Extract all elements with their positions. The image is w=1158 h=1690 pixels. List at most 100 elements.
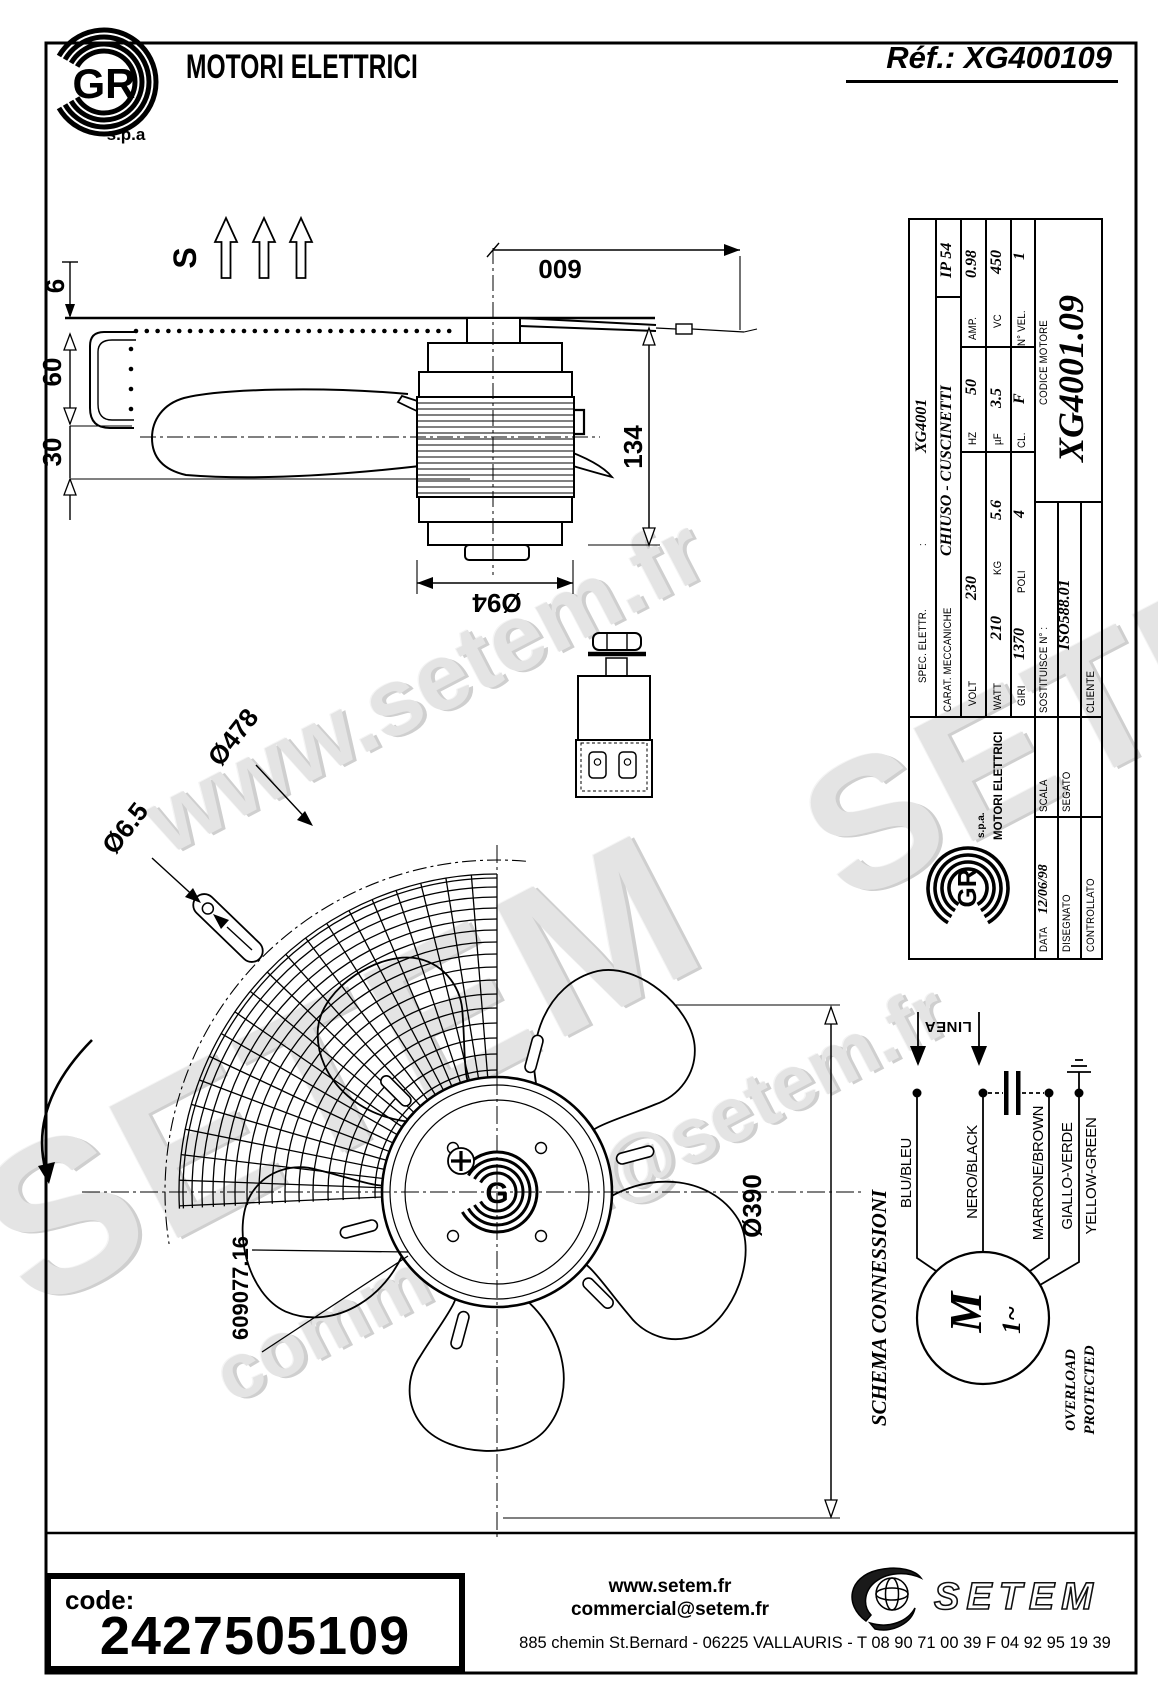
power-cable <box>519 317 758 335</box>
amp-label: AMP. <box>967 316 979 340</box>
wire-earth-label-it: GIALLO-VERDE <box>1059 1122 1076 1230</box>
disegnato-label: DISEGNATO <box>1061 894 1073 952</box>
setem-logo: SETEM <box>851 1567 1100 1631</box>
dim-60-label: 60 <box>37 358 67 387</box>
wire-blue-label: BLU/BLEU <box>898 1138 915 1208</box>
wire-earth-label-en: YELLOW-GREEN <box>1083 1118 1100 1235</box>
dim-d94-label: Ø94 <box>472 588 522 618</box>
gr-logo-letters: GR <box>73 60 136 107</box>
nvel-label: N° VEL. <box>1016 310 1028 346</box>
codice-label: CODICE MOTORE <box>1038 320 1050 405</box>
uf-label: µF <box>992 433 1004 445</box>
volt-label: VOLT <box>967 680 979 706</box>
page-header: GR s.p.a MOTORI ELETTRICI Réf.: XG400109 <box>0 0 1158 160</box>
motor-circle <box>915 1250 1051 1386</box>
svg-text:GR: GR <box>952 868 982 907</box>
airflow-arrow-icon <box>213 215 314 279</box>
fan-grille <box>178 873 498 1209</box>
schema-title: SCHEMA CONNESSIONI <box>867 1189 891 1426</box>
setem-wordmark: SETEM <box>934 1576 1100 1618</box>
ground-icon <box>1067 1059 1091 1093</box>
watt-label: WATT <box>992 682 1004 710</box>
website-text: www.setem.fr <box>608 1576 732 1597</box>
table-logo-spa: s.p.a. <box>976 812 987 838</box>
motor-fins <box>418 402 573 494</box>
flow-direction-label: S <box>167 247 203 268</box>
dim-30-label: 30 <box>37 438 67 467</box>
capacitor-icon <box>988 1071 1044 1115</box>
brand-text: MOTORI ELETTRICI <box>186 48 418 86</box>
code-value: 2427505109 <box>99 1606 411 1666</box>
spec-value: XG4001 <box>913 398 930 453</box>
codice-value: XG4001.09 <box>1051 294 1091 462</box>
wire-black-label: NERO/BLACK <box>964 1125 981 1219</box>
page-frame <box>44 41 1138 1675</box>
uf-value: 3.5 <box>988 388 1005 408</box>
volt-value: 230 <box>963 576 980 600</box>
kg-value: 5.6 <box>988 500 1005 520</box>
sostituisce-label: SOSTITUISCE N° : <box>1038 626 1050 713</box>
rotation-arrow-icon <box>40 1039 93 1173</box>
linea-arrow-icon <box>971 1046 987 1066</box>
fan-front-view: G <box>38 764 862 1540</box>
hz-label: HZ <box>967 431 979 445</box>
amp-value: 0.98 <box>963 250 980 278</box>
spec-table: GR s.p.a. MOTORI ELETTRICI DATA 12/06/98… <box>908 218 1103 960</box>
linea-arrow-icon <box>910 1046 926 1066</box>
motor-body <box>416 317 575 561</box>
terminal-dots <box>912 1088 1084 1098</box>
overload-label-2: PROTECTED <box>1082 1345 1098 1434</box>
code-label: code: <box>65 1585 135 1615</box>
wiring-schema <box>910 1012 1091 1386</box>
motor-side-view <box>62 215 758 594</box>
data-value: 12/06/98 <box>1036 864 1051 914</box>
cliente-label: CLIENTE <box>1085 670 1097 713</box>
motor-phase-label: 1~ <box>997 1306 1026 1334</box>
dim-d478-label: Ø478 <box>202 703 265 772</box>
linea-label: LINEA <box>924 1018 972 1035</box>
motor-m-label: M <box>940 1289 991 1333</box>
wire-brown-label: MARRONE/BROWN <box>1030 1106 1047 1240</box>
watt-value: 210 <box>988 616 1005 640</box>
dim-134-label: 134 <box>618 425 648 469</box>
address-text: 885 chemin St.Bernard - 06225 VALLAURIS … <box>519 1634 1111 1652</box>
ip-value: IP 54 <box>938 242 955 278</box>
giri-value: 1370 <box>1011 628 1028 660</box>
controllato-label: CONTROLLATO <box>1085 878 1097 952</box>
part-number-label: 609077.16 <box>228 1236 253 1340</box>
blade-slots <box>339 1034 655 1350</box>
dim-d390-label: Ø390 <box>737 1174 767 1238</box>
carat-label: CARAT. MECCANICHE <box>942 607 954 712</box>
overload-label-1: OVERLOAD <box>1063 1349 1079 1431</box>
spec-colon: : <box>917 543 929 546</box>
setem-logo-globe <box>851 1567 924 1631</box>
cl-value: F <box>1011 393 1028 404</box>
email-text: commercial@setem.fr <box>570 1598 770 1620</box>
disegnato-value: SEGATO <box>1061 771 1073 812</box>
gr-logo: GR s.p.a <box>56 27 159 144</box>
gr-logo-spa: s.p.a <box>107 125 146 144</box>
dim-6-label: 6 <box>40 279 70 293</box>
reference-label: Réf.: XG400109 <box>846 40 1118 83</box>
thermal-protector-detail <box>575 632 653 798</box>
sostituisce-value: ISO588.01 <box>1056 579 1073 650</box>
kg-label: KG <box>992 560 1004 575</box>
nvel-value: 1 <box>1011 252 1028 260</box>
poli-label: POLI <box>1016 570 1028 593</box>
hz-value: 50 <box>963 379 980 395</box>
table-gr-logo: GR s.p.a. MOTORI ELETTRICI <box>926 732 1010 925</box>
dim-600-label: 600 <box>538 254 581 284</box>
vc-label: VC <box>992 314 1004 328</box>
spec-label: SPEC. ELETTR. <box>917 609 929 683</box>
code-box: code: 2427505109 <box>45 1573 465 1672</box>
giri-label: GIRI <box>1016 685 1028 706</box>
vc-value: 450 <box>988 250 1005 274</box>
scala-label: SCALA <box>1038 779 1050 812</box>
dim-d65-label: Ø6.5 <box>96 797 154 860</box>
table-logo-brand: MOTORI ELETTRICI <box>993 732 1005 840</box>
carat-value: CHIUSO - CUSCINETTI <box>938 385 955 556</box>
poli-value: 4 <box>1011 510 1028 518</box>
data-label: DATA <box>1038 926 1050 952</box>
